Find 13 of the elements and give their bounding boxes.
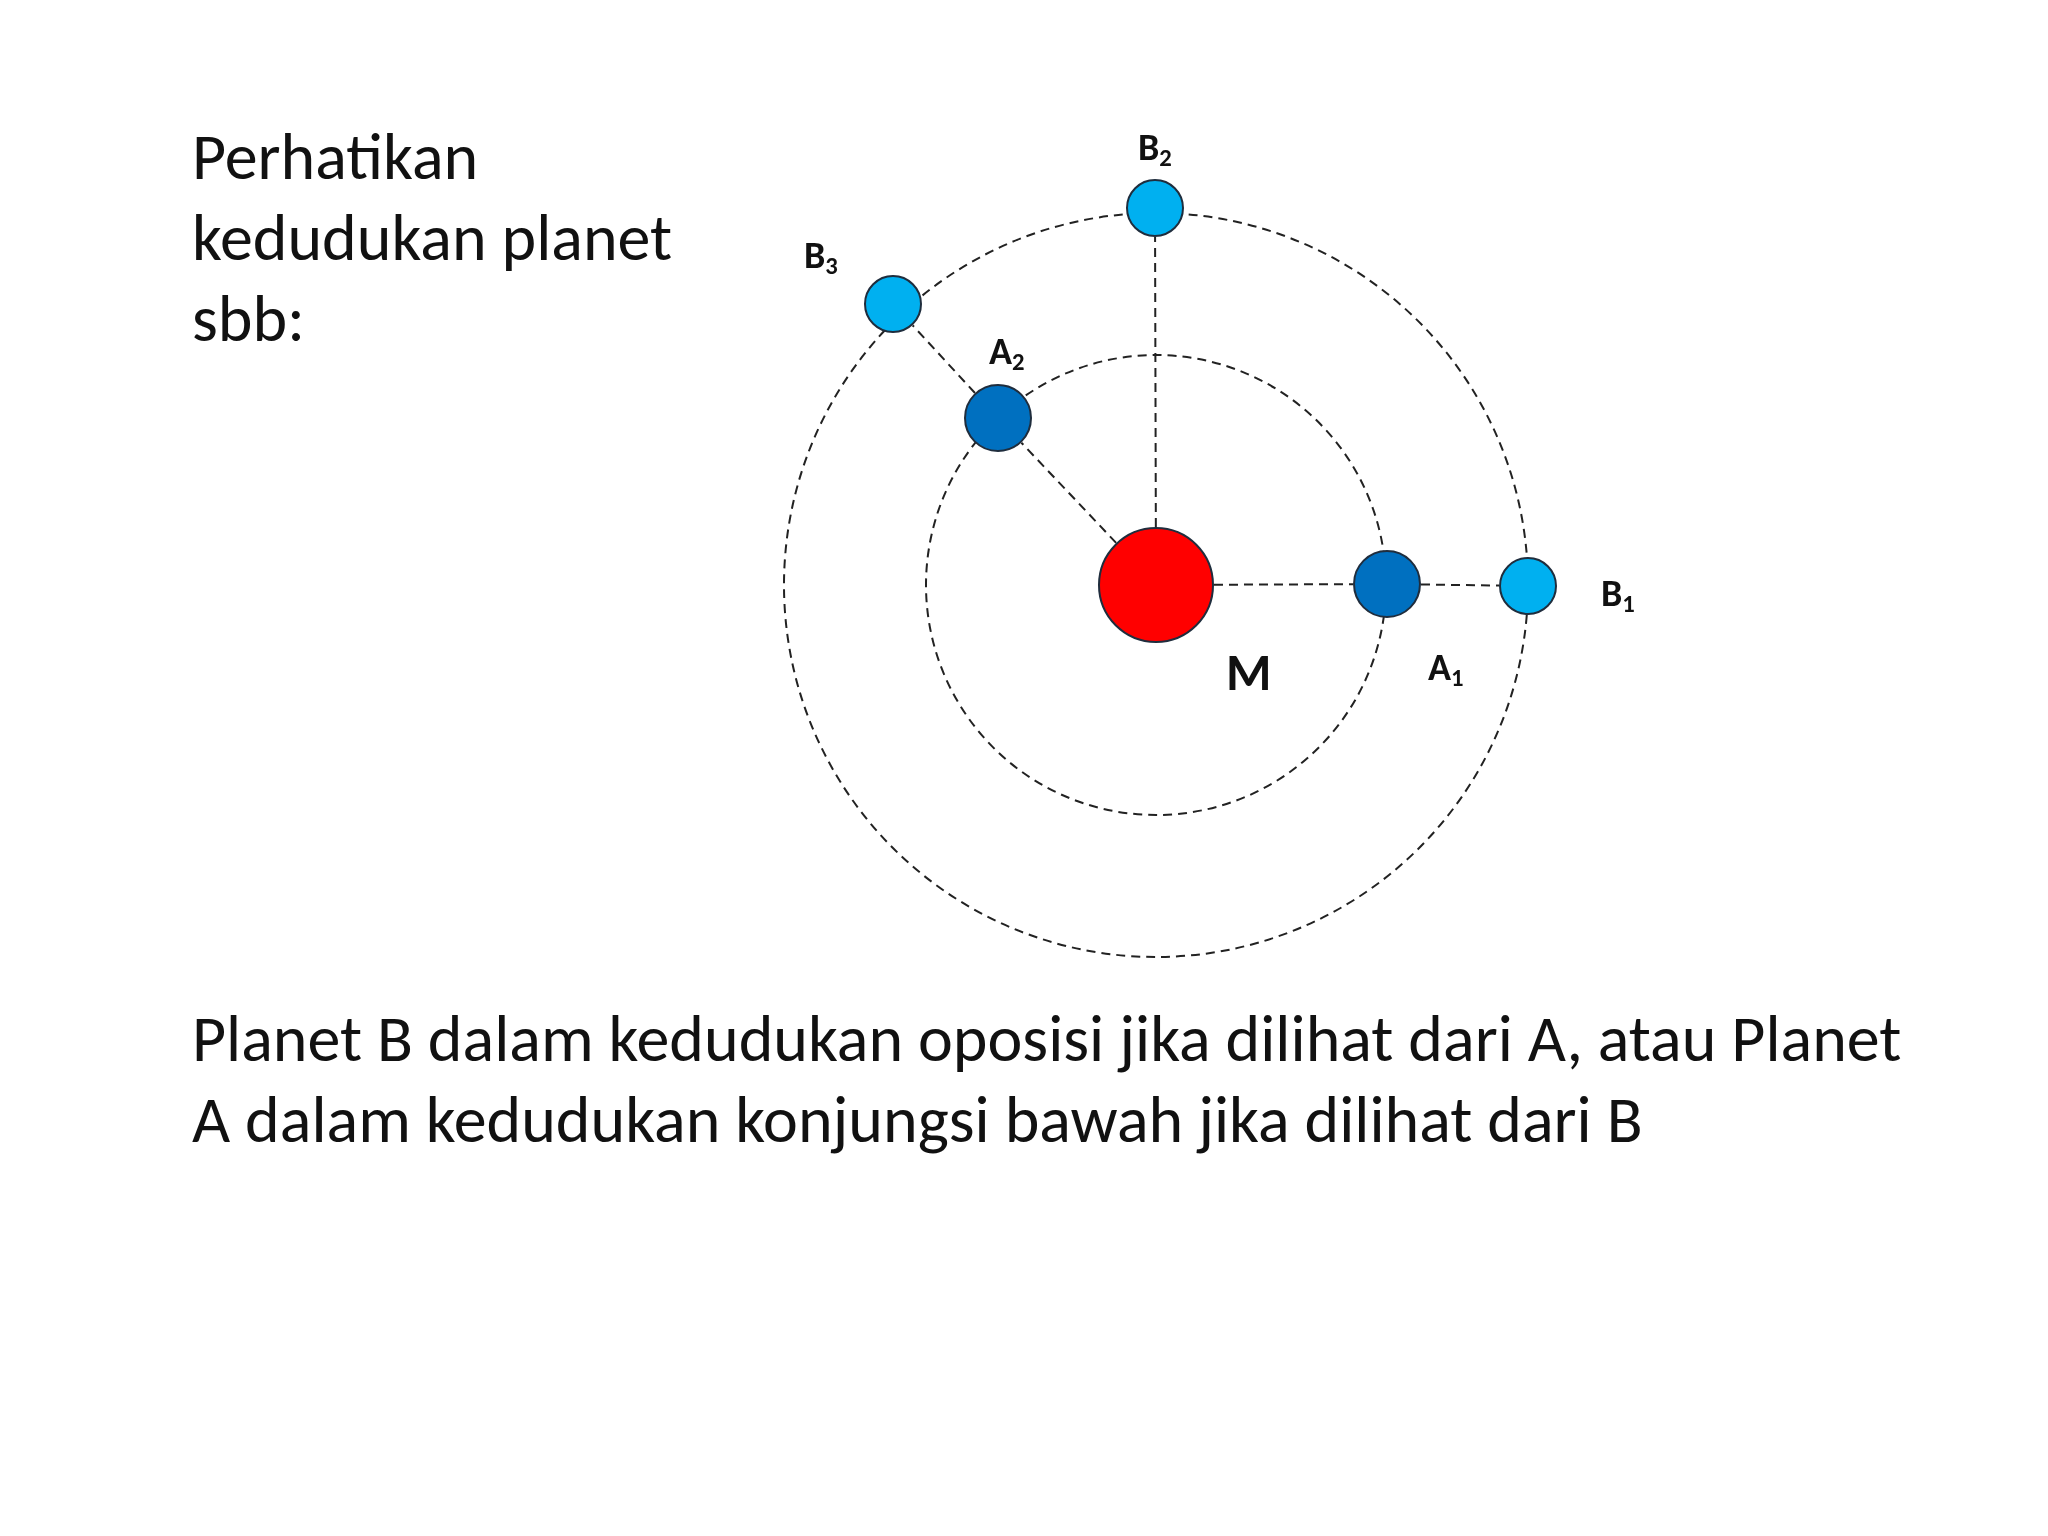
caption-text: Planet B dalam kedudukan oposisi jika dilihat dari A, atau Planet A dalam kedudukan konjungsi bawah jika dilihat dari B: [192, 998, 1903, 1160]
planet-label: A$_{2}$: [989, 332, 1025, 375]
heading-text: Perhatikan kedudukan planet sbb:: [192, 116, 674, 359]
planet-label: M: [1226, 646, 1272, 698]
planet-label: B$_{2}$: [1138, 128, 1172, 171]
dashed-line: [1213, 583, 1354, 586]
dashed-line: [1154, 236, 1157, 528]
planet-label: A$_{1}$: [1428, 648, 1464, 691]
dashed-line: [1020, 441, 1118, 544]
dashed-line: [1420, 583, 1500, 587]
planet-label: B$_{3}$: [804, 236, 838, 279]
dashed-line: [911, 324, 976, 394]
planet-label: B$_{1}$: [1601, 574, 1635, 617]
